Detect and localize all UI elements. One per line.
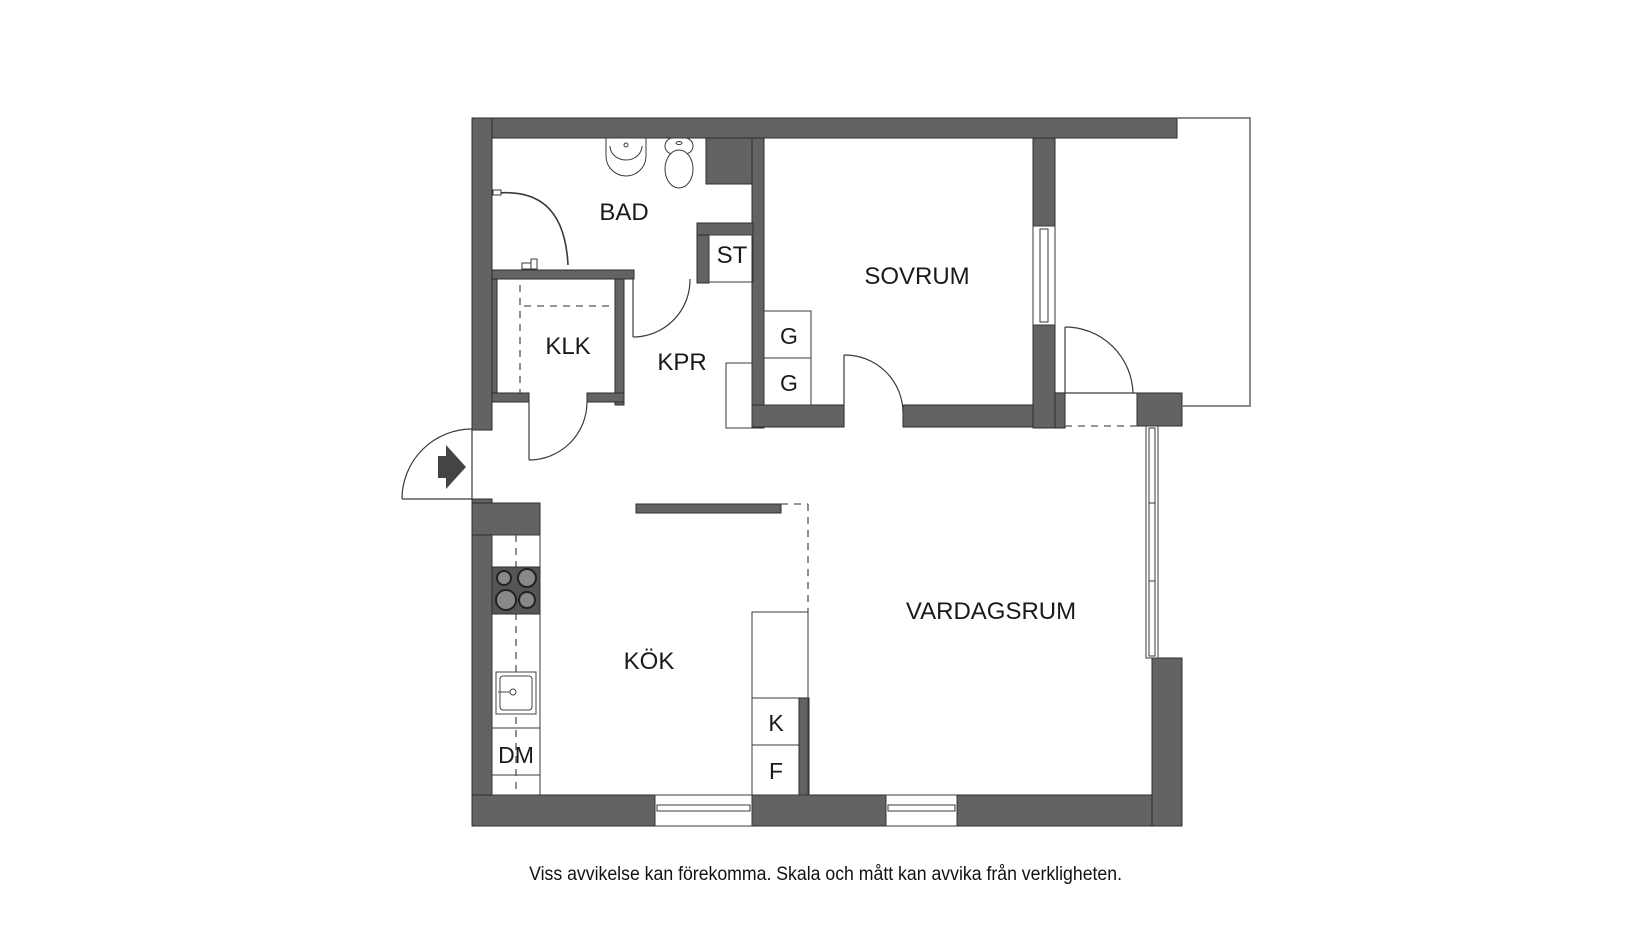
toilet-icon (664, 137, 694, 189)
wardrobe-label-2: G (780, 370, 798, 396)
sink-icon (495, 671, 537, 715)
freezer-label: F (769, 758, 783, 784)
room-label-sovrum: SOVRUM (864, 263, 969, 290)
balcony-outline (1177, 117, 1251, 407)
walls (471, 117, 1183, 827)
stove-icon (491, 566, 541, 615)
washbasin-icon (605, 137, 647, 177)
room-label-kpr: KPR (657, 349, 706, 376)
room-label-klk: KLK (545, 333, 590, 360)
door-swings (401, 191, 1137, 500)
room-label-st: ST (717, 242, 748, 269)
entrance-arrow-icon (438, 445, 466, 489)
shower-icon (492, 189, 538, 270)
room-label-bad: BAD (599, 199, 648, 226)
room-label-kok: KÖK (624, 648, 675, 675)
wardrobe-label-1: G (780, 323, 798, 349)
windows (654, 225, 1159, 827)
room-label-vardagsrum: VARDAGSRUM (906, 598, 1076, 625)
fridge-label: K (768, 710, 784, 736)
dishwasher-label: DM (498, 742, 534, 768)
disclaimer-caption: Viss avvikelse kan förekomma. Skala och … (529, 864, 1122, 885)
